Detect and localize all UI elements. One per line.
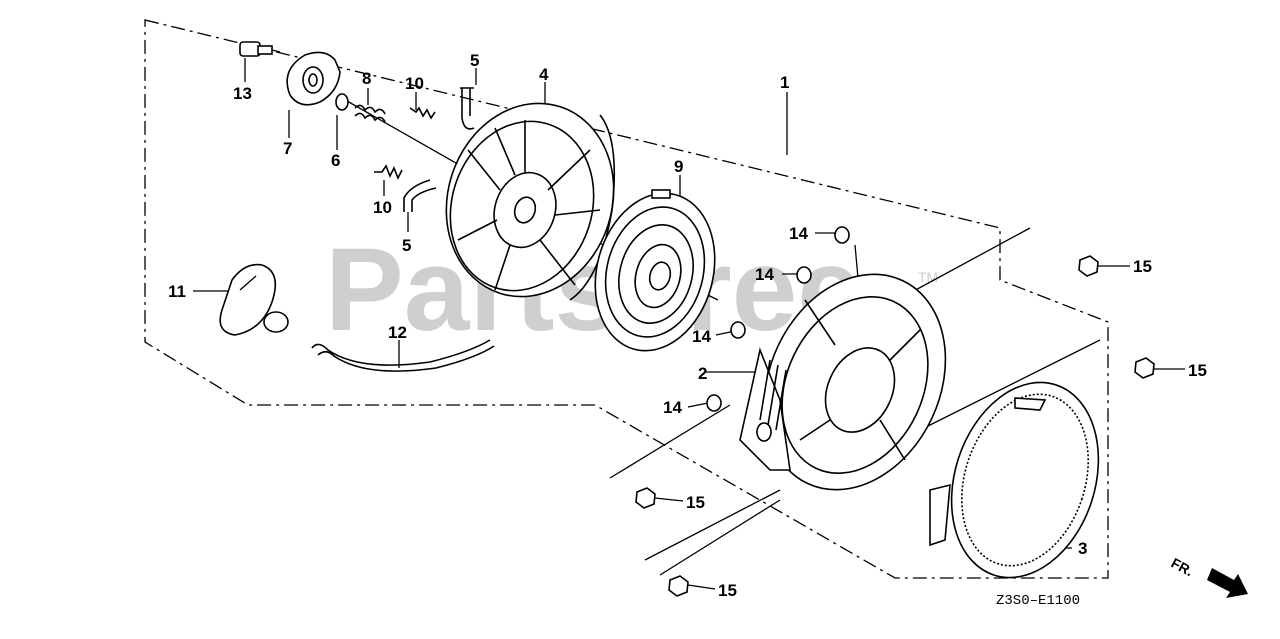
callout-10a: 10 [405,74,424,93]
tube-part-5-lower [403,179,437,212]
assembly-boundary-line [144,19,1109,579]
screen-cover-part-3 [929,381,1100,579]
callout-6: 6 [331,151,340,170]
callout-3: 3 [1078,539,1087,558]
callout-1: 1 [780,73,789,92]
front-marker-label: FR. [1169,555,1196,580]
callout-14a: 14 [789,224,808,243]
callout-2: 2 [698,364,707,383]
callout-14d: 14 [663,398,682,417]
washer-part-6 [335,93,349,111]
callout-10b: 10 [373,198,392,217]
callout-14b: 14 [755,265,774,284]
callout-15d: 15 [718,581,737,600]
callout-15a: 15 [1133,257,1152,276]
callout-15c: 15 [686,493,705,512]
callout-labels: 1 2 3 4 5 5 6 7 8 9 10 10 11 12 13 14 14… [168,51,1207,600]
callout-5b: 5 [402,236,411,255]
pulley-reel-part-4 [445,102,616,301]
washer-part-14-d [706,394,722,412]
starter-rope-part-12 [311,339,495,372]
front-arrow-icon [1207,568,1248,598]
ratchet-part-7 [286,51,341,106]
callout-8: 8 [362,69,371,88]
washer-part-14-a [834,226,850,244]
callout-11: 11 [168,282,186,301]
callout-9: 9 [674,157,683,176]
return-spring-part-10-upper [409,106,436,120]
callout-14c: 14 [692,327,711,346]
starter-case-part-2 [739,273,947,491]
return-spring-part-10-lower [374,164,403,180]
callout-4: 4 [539,65,549,84]
nut-part-15-c [635,487,656,509]
front-direction-marker: FR. [1169,555,1248,598]
nut-part-15-a [1078,255,1099,277]
nut-part-15-b [1134,357,1155,379]
recoil-spring-part-9 [594,189,716,352]
callout-12: 12 [388,323,407,342]
nut-part-15-d [668,575,689,597]
bolt-part-13 [239,41,281,57]
tube-part-5-upper [460,87,475,130]
washer-part-14-b [796,266,812,284]
grip-handle-part-11 [219,263,289,336]
washer-part-14-c [730,321,746,339]
callout-13: 13 [233,84,252,103]
callout-5a: 5 [470,51,479,70]
callout-15b: 15 [1188,361,1207,380]
diagram-code: Z3S0–E1100 [996,593,1080,609]
callout-7: 7 [283,139,292,158]
spring-part-8 [354,104,386,123]
